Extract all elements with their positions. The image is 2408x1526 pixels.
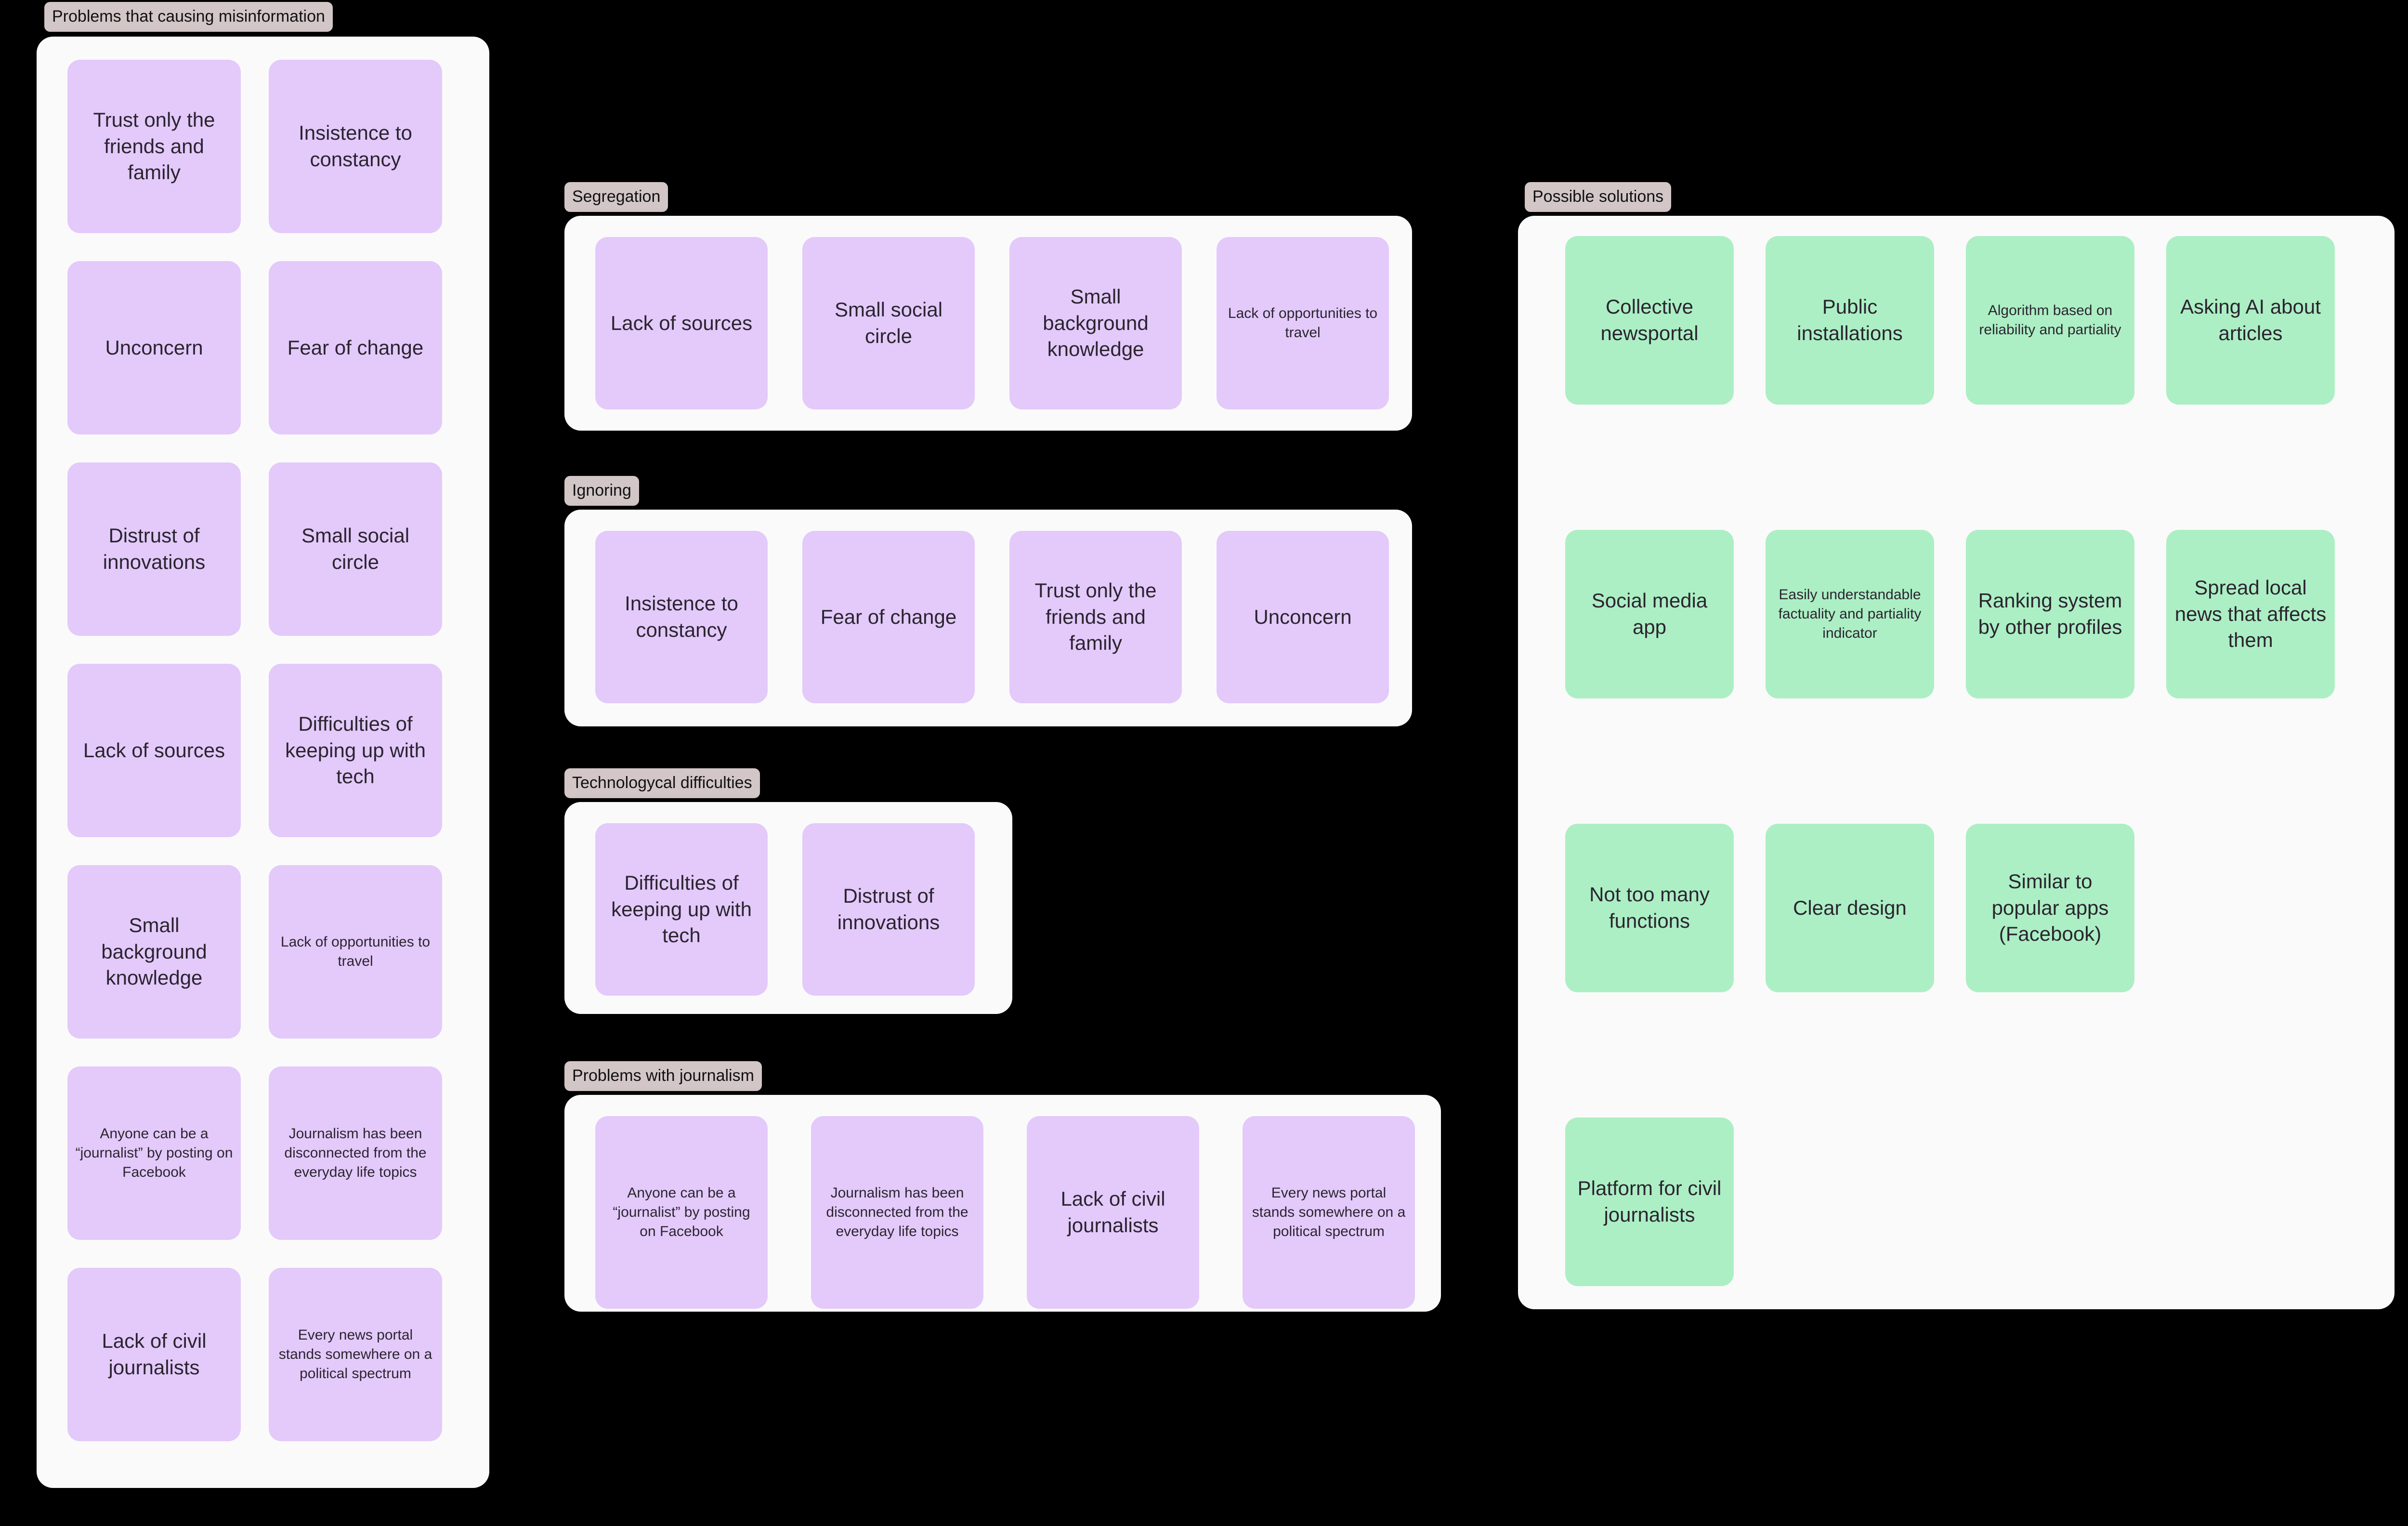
sticky-card[interactable]: Journalism has been disconnected from th… [269,1066,442,1240]
sticky-card-text: Small social circle [834,298,943,347]
sticky-card[interactable]: Difficulties of keeping up with tech [269,664,442,837]
sticky-card-text: Insistence to constancy [299,121,412,171]
sticky-card-text: Every news portal stands somewhere on a … [278,1327,432,1382]
sticky-card-text: Fear of change [820,605,957,628]
sticky-card-text: Asking AI about articles [2180,295,2321,344]
frame-technological-difficulties[interactable]: Technologycal difficulties Difficulties … [564,768,1012,1014]
sticky-card-text: Difficulties of keeping up with tech [285,712,426,788]
sticky-card-text: Small background knowledge [101,914,207,989]
sticky-card-text: Unconcern [105,336,203,359]
frame-segregation[interactable]: Segregation Lack of sources Small social… [564,182,1412,431]
sticky-card[interactable]: Lack of sources [67,664,241,837]
sticky-card[interactable]: Difficulties of keeping up with tech [595,823,768,996]
sticky-card-text: Small background knowledge [1043,285,1149,361]
sticky-card-text: Every news portal stands somewhere on a … [1252,1184,1406,1240]
frame-problems[interactable]: Problems that causing misinformation Tru… [37,2,489,1488]
sticky-card[interactable]: Trust only the friends and family [67,60,241,233]
sticky-card[interactable]: Anyone can be a “journalist” by posting … [67,1066,241,1240]
sticky-card-text: Clear design [1793,896,1907,919]
sticky-card-text: Unconcern [1254,605,1352,628]
sticky-card[interactable]: Small social circle [802,237,975,409]
sticky-card[interactable]: Clear design [1766,824,1934,992]
sticky-card-text: Trust only the friends and family [1034,579,1157,655]
sticky-card-text: Insistence to constancy [625,592,738,641]
frame-body-segregation[interactable]: Lack of sources Small social circle Smal… [564,216,1412,431]
sticky-card[interactable]: Anyone can be a “journalist” by posting … [595,1116,768,1309]
sticky-card-text: Small social circle [301,524,410,573]
sticky-card[interactable]: Public installations [1766,236,1934,405]
frame-label-ignoring[interactable]: Ignoring [564,476,639,506]
sticky-card-text: Easily understandable factuality and par… [1778,586,1922,642]
frame-possible-solutions[interactable]: Possible solutions Collective newsportal… [1518,182,2395,1309]
sticky-card[interactable]: Collective newsportal [1565,236,1734,405]
sticky-card[interactable]: Journalism has been disconnected from th… [811,1116,983,1309]
sticky-card-text: Journalism has been disconnected from th… [826,1184,968,1240]
sticky-card[interactable]: Lack of sources [595,237,768,409]
sticky-card[interactable]: Lack of opportunities to travel [1217,237,1389,409]
sticky-card[interactable]: Fear of change [269,261,442,434]
sticky-card-text: Lack of sources [610,311,753,334]
frame-body-possible-solutions[interactable]: Collective newsportal Public installatio… [1518,216,2395,1309]
sticky-card[interactable]: Similar to popular apps (Facebook) [1966,824,2134,992]
sticky-card-text: Platform for civil journalists [1577,1177,1722,1226]
sticky-card-text: Anyone can be a “journalist” by posting … [75,1125,233,1181]
sticky-card[interactable]: Unconcern [67,261,241,434]
sticky-card[interactable]: Fear of change [802,531,975,703]
sticky-card-text: Algorithm based on reliability and parti… [1979,302,2121,338]
frame-body-problems-with-journalism[interactable]: Anyone can be a “journalist” by posting … [564,1095,1441,1312]
sticky-card[interactable]: Ranking system by other profiles [1966,530,2134,698]
sticky-card-text: Lack of opportunities to travel [280,934,431,969]
sticky-card[interactable]: Unconcern [1217,531,1389,703]
sticky-card[interactable]: Lack of opportunities to travel [269,865,442,1039]
sticky-card[interactable]: Small background knowledge [1009,237,1182,409]
frame-label-problems[interactable]: Problems that causing misinformation [44,2,333,32]
sticky-card[interactable]: Distrust of innovations [802,823,975,996]
sticky-card[interactable]: Social media app [1565,530,1734,698]
frame-body-technological-difficulties[interactable]: Difficulties of keeping up with tech Dis… [564,802,1012,1014]
sticky-card[interactable]: Spread local news that affects them [2166,530,2335,698]
sticky-card-text: Lack of sources [83,738,225,762]
sticky-card-text: Distrust of innovations [837,884,940,934]
sticky-card[interactable]: Algorithm based on reliability and parti… [1966,236,2134,405]
sticky-card-text: Distrust of innovations [103,524,206,573]
sticky-card-text: Trust only the friends and family [93,108,215,184]
sticky-card[interactable]: Every news portal stands somewhere on a … [1243,1116,1415,1309]
sticky-card[interactable]: Small background knowledge [67,865,241,1039]
sticky-card-text: Public installations [1797,295,1903,344]
sticky-card-text: Ranking system by other profiles [1978,589,2122,638]
sticky-card-text: Journalism has been disconnected from th… [284,1125,427,1181]
sticky-card[interactable]: Not too many functions [1565,824,1734,992]
sticky-card[interactable]: Asking AI about articles [2166,236,2335,405]
frame-problems-with-journalism[interactable]: Problems with journalism Anyone can be a… [564,1061,1441,1312]
sticky-card[interactable]: Lack of civil journalists [67,1268,241,1441]
frame-label-problems-with-journalism[interactable]: Problems with journalism [564,1061,762,1091]
sticky-card-text: Lack of civil journalists [1060,1187,1165,1237]
frame-label-technological-difficulties[interactable]: Technologycal difficulties [564,768,760,798]
frame-label-segregation[interactable]: Segregation [564,182,668,212]
sticky-card-text: Anyone can be a “journalist” by posting … [613,1184,750,1240]
frame-label-possible-solutions[interactable]: Possible solutions [1525,182,1672,212]
sticky-card[interactable]: Small social circle [269,462,442,636]
sticky-card[interactable]: Distrust of innovations [67,462,241,636]
sticky-card-text: Collective newsportal [1600,295,1699,344]
sticky-card-text: Difficulties of keeping up with tech [611,871,752,947]
sticky-card[interactable]: Lack of civil journalists [1027,1116,1199,1309]
sticky-card-text: Lack of civil journalists [102,1329,207,1379]
sticky-card[interactable]: Trust only the friends and family [1009,531,1182,703]
sticky-card-text: Social media app [1591,589,1708,638]
sticky-card-text: Spread local news that affects them [2174,576,2327,652]
frame-body-ignoring[interactable]: Insistence to constancy Fear of change T… [564,510,1412,726]
sticky-card[interactable]: Every news portal stands somewhere on a … [269,1268,442,1441]
sticky-card-text: Similar to popular apps (Facebook) [1991,870,2109,946]
sticky-card[interactable]: Easily understandable factuality and par… [1766,530,1934,698]
frame-body-problems[interactable]: Trust only the friends and family Insist… [37,37,489,1488]
sticky-card[interactable]: Platform for civil journalists [1565,1118,1734,1286]
sticky-card[interactable]: Insistence to constancy [269,60,442,233]
sticky-card-text: Fear of change [287,336,424,359]
frame-ignoring[interactable]: Ignoring Insistence to constancy Fear of… [564,476,1412,726]
sticky-card-text: Not too many functions [1589,883,1710,932]
sticky-card-text: Lack of opportunities to travel [1228,305,1378,341]
sticky-card[interactable]: Insistence to constancy [595,531,768,703]
